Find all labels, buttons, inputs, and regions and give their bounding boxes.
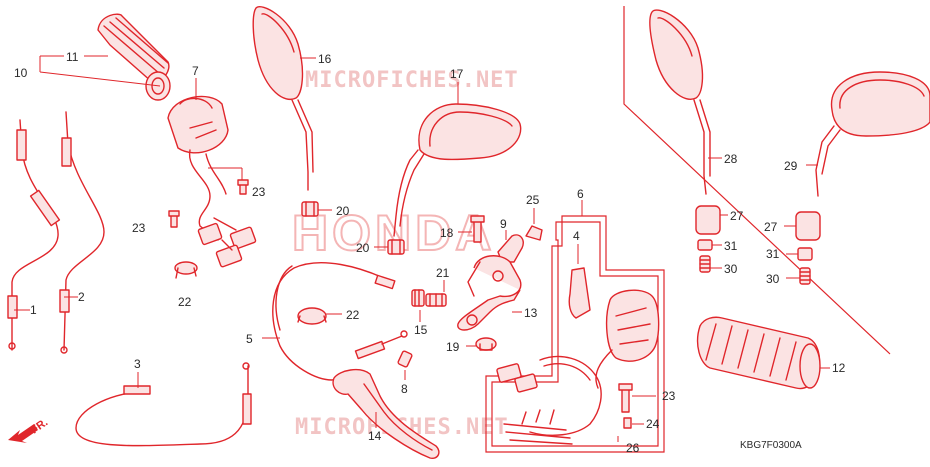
bolt-part	[525, 225, 543, 241]
callout-label: 8	[401, 382, 408, 396]
callout-label: 24	[646, 417, 660, 431]
throttle-cable-part	[7, 119, 61, 351]
left-mirror-part	[252, 6, 314, 191]
callout-label: 15	[414, 323, 428, 337]
clutch-lever-part	[332, 368, 440, 460]
left-grip-part	[97, 13, 171, 101]
screw-part	[168, 179, 249, 228]
left-switch-housing-part	[167, 95, 229, 241]
callout-label: 5	[246, 332, 253, 346]
left-mirror-part	[649, 9, 711, 195]
callout-label: 27	[764, 220, 778, 234]
mirror-nut-part	[301, 201, 319, 217]
callout-label: 20	[336, 204, 350, 218]
brake-cable-part	[272, 262, 408, 381]
callout-label: 10	[14, 66, 28, 80]
choke-cable-part	[75, 362, 252, 447]
callout-label: 14	[368, 429, 382, 443]
callout-label: 18	[440, 226, 454, 240]
cable-clamp-part	[297, 307, 327, 325]
callout-label: 21	[436, 266, 450, 280]
right-mirror-part	[815, 71, 930, 197]
callout-label: 30	[766, 272, 780, 286]
cap-part	[475, 337, 497, 351]
callout-label: 31	[724, 239, 738, 253]
callout-label: 4	[573, 229, 580, 243]
callout-label: 22	[178, 295, 192, 309]
wiring-harness-part	[496, 355, 602, 445]
callout-label: 27	[730, 209, 744, 223]
callout-label: 31	[766, 247, 780, 261]
callout-label: 6	[577, 187, 584, 201]
callout-label: 3	[134, 357, 141, 371]
callout-label: 16	[318, 52, 332, 66]
switch-button-part	[568, 267, 591, 319]
callout-label: 11	[66, 50, 79, 64]
callout-label: 1	[30, 303, 37, 317]
callout-label: 19	[446, 340, 460, 354]
right-mirror-part	[393, 103, 522, 237]
diagram-code: KBG7F0300A	[740, 440, 802, 451]
callout-label: 26	[626, 441, 640, 455]
callout-label: 13	[524, 306, 538, 320]
screw-part	[470, 215, 485, 243]
cable-clamp-part	[174, 261, 198, 279]
adjuster-part	[411, 289, 447, 307]
callout-label: 29	[784, 159, 798, 173]
callout-label: 22	[346, 308, 360, 322]
mirror-adapter-part	[695, 205, 721, 273]
connector-part	[197, 217, 257, 268]
right-switch-housing-part	[595, 289, 660, 389]
watermark-top: MICROFICHES.NET	[305, 68, 519, 93]
callout-label: 9	[500, 217, 507, 231]
callout-label: 28	[724, 152, 738, 166]
clutch-cable-part	[59, 111, 105, 354]
callout-label: 20	[356, 241, 370, 255]
callout-label: 2	[78, 290, 85, 304]
front-direction-arrow-icon	[8, 424, 38, 443]
mirror-adapter-part	[795, 211, 821, 285]
callout-label: 25	[526, 193, 540, 207]
callout-label: 12	[832, 361, 846, 375]
screw-part	[618, 383, 633, 429]
callout-label: 17	[450, 67, 464, 81]
pin-part	[397, 350, 413, 368]
mirror-nut-part	[387, 239, 405, 255]
callout-label: 23	[252, 185, 266, 199]
callout-label: 30	[724, 262, 738, 276]
brake-switch-part	[497, 234, 524, 263]
callout-label: 23	[662, 389, 676, 403]
right-grip-part	[696, 316, 821, 390]
callout-label: 7	[192, 64, 199, 78]
lever-holder-part	[457, 255, 522, 331]
callout-labels: 10 11 7 23 23 22 1 2 3 16 20 20 17 18 9 …	[14, 50, 846, 455]
callout-label: 23	[132, 221, 146, 235]
